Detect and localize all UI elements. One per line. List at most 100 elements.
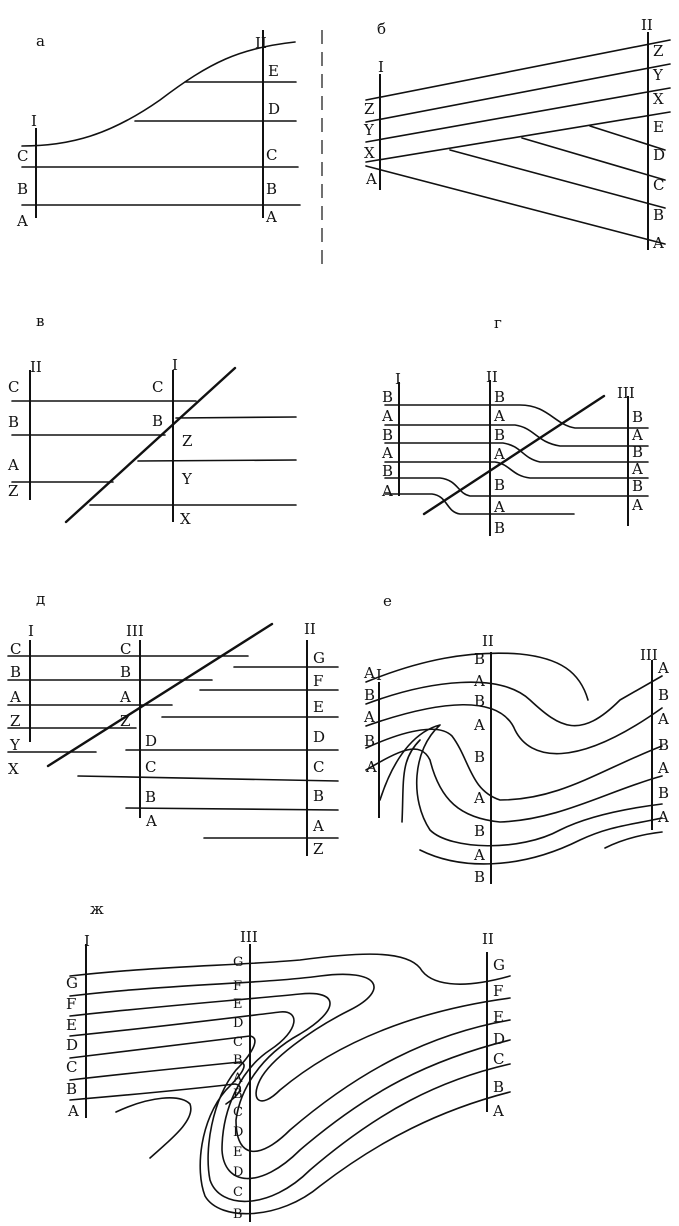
panel-g-w1-label: B <box>382 426 393 444</box>
panel-d-w2-label: D <box>313 728 325 746</box>
panel-zh-w2-label: E <box>493 1008 504 1026</box>
panel-g-well-3-title: III <box>617 384 635 402</box>
panel-e-w1-label: A <box>365 758 377 776</box>
panel-e-w1-label: B <box>364 686 375 704</box>
panel-zh-w2-label: F <box>493 982 503 1000</box>
panel-e-fold-bed <box>365 675 663 727</box>
panel-b-w2-label: E <box>653 118 664 136</box>
panel-e-w3-label: B <box>658 686 669 704</box>
panel-e-fold-bed <box>604 831 663 849</box>
panel-g-w1-label: B <box>382 462 393 480</box>
panel-g-w1-label: A <box>381 407 393 425</box>
panel-g: г I II III B A B A B A B A B A B A B B A… <box>381 314 649 537</box>
panel-g-w1-label: A <box>381 444 393 462</box>
panel-v-w1-label: Y <box>181 470 193 488</box>
panel-zh-w2-label: C <box>493 1050 504 1068</box>
panel-g-w2-label: B <box>494 388 505 406</box>
panel-e: е I II III A B A B A B A B A B A B A B A… <box>363 592 669 886</box>
panel-g-bed <box>384 493 575 515</box>
panel-zh-w1-label: A <box>67 1102 79 1120</box>
panel-d-w1-label: A <box>9 688 21 706</box>
panel-zh-w1-label: C <box>66 1058 77 1076</box>
panel-zh-w3-label: D <box>233 1165 243 1180</box>
panel-v: в II I C B A Z C B Z Y X <box>7 312 297 528</box>
panel-b-well-1-title: I <box>378 58 384 76</box>
panel-d-w2-label: F <box>313 672 323 690</box>
panel-v-w1-label: Z <box>182 432 192 450</box>
panel-b-unconformity <box>365 111 671 163</box>
panel-d-letter: д <box>36 590 45 608</box>
panel-zh-w3-label: G <box>233 955 243 970</box>
panel-e-w3-label: B <box>658 736 669 754</box>
panel-v-w1-label: X <box>180 510 191 528</box>
panel-zh-w1-label: E <box>66 1016 77 1034</box>
panel-g-letter: г <box>494 314 502 332</box>
panel-e-w3-label: A <box>657 808 669 826</box>
panel-zh-w1-label: D <box>66 1036 78 1054</box>
panel-e-w2-label: A <box>473 846 485 864</box>
panel-d-w3-label: B <box>120 663 131 681</box>
panel-zh-w1-label: G <box>66 974 78 992</box>
panel-b-w2-label: Z <box>653 42 663 60</box>
panel-zh-w3-label: D <box>233 1125 243 1140</box>
panel-a-w2-label: C <box>266 146 277 164</box>
panel-zh-well-2-title: II <box>482 930 494 948</box>
panel-e-w2-label: B <box>474 692 485 710</box>
panel-zh-fold-bed <box>69 1061 511 1215</box>
panel-e-well-3-title: III <box>640 646 658 664</box>
panel-b-w2-label: Y <box>652 66 664 84</box>
panel-a-w1-label: C <box>17 147 28 165</box>
panel-v-letter: в <box>36 312 44 330</box>
panel-b: б I II Z Y X A Z Y X E D C B A <box>363 16 671 252</box>
panel-zh-fold-bed <box>115 1097 192 1159</box>
panel-e-w2-label: B <box>474 868 485 886</box>
panel-b-w2-label: X <box>653 90 664 108</box>
panel-zh-w3-label: F <box>233 979 242 994</box>
panel-b-w1-label: Z <box>364 100 374 118</box>
panel-zh-w2-label: A <box>492 1102 504 1120</box>
panel-d-w1-label: Y <box>9 736 21 754</box>
panel-g-bed <box>384 442 649 463</box>
panel-zh-w3-label: D <box>233 1016 243 1031</box>
panel-g-bed <box>384 461 649 479</box>
panel-g-fault <box>422 394 606 516</box>
panel-b-w1-label: A <box>365 170 377 188</box>
panel-a-w2-label: D <box>268 100 280 118</box>
panel-g-w3-label: B <box>632 477 643 495</box>
panel-zh-w3-label: C <box>233 1185 243 1200</box>
panel-zh-fold-bed <box>69 1083 241 1105</box>
panel-v-horizon <box>175 416 297 419</box>
panel-d-well-1-title: I <box>28 622 34 640</box>
panel-g-w3-label: A <box>631 496 643 514</box>
panel-e-fold-bed <box>419 817 663 865</box>
panel-g-bed <box>384 404 649 429</box>
panel-g-bed <box>384 424 649 447</box>
panel-v-horizon <box>137 459 297 462</box>
panel-d-w1-label: B <box>10 663 21 681</box>
panel-e-w3-label: A <box>657 759 669 777</box>
panel-zh-w3-label: E <box>233 1145 243 1160</box>
panel-e-fold-bed <box>365 703 663 755</box>
panel-zh: ж I III II G F E D C B A G F E D C B A B… <box>66 900 511 1222</box>
panel-b-w2-label: C <box>653 176 664 194</box>
panel-b-w2-label: D <box>653 146 665 164</box>
panel-a-letter: а <box>36 32 45 50</box>
panel-b-bed-Z-top <box>365 39 671 101</box>
panel-v-w1-label: B <box>152 412 163 430</box>
panel-g-w2-label: B <box>494 426 505 444</box>
panel-a-w1-label: A <box>16 212 28 230</box>
panel-g-bed <box>384 477 649 497</box>
panel-e-w2-label: A <box>473 789 485 807</box>
panel-v-w2-label: Z <box>8 482 18 500</box>
panel-d-w3-label: B <box>145 788 156 806</box>
panel-d-well-3-title: III <box>126 622 144 640</box>
panel-zh-well-3-title: III <box>240 928 258 946</box>
panel-zh-fold-bed <box>69 953 511 985</box>
panel-d-w2-label: A <box>312 817 324 835</box>
panel-v-well-2-title: II <box>30 358 42 376</box>
panel-g-well-2-title: II <box>486 368 498 386</box>
panel-e-w1-label: A <box>363 708 375 726</box>
panel-g-w2-label: B <box>494 476 505 494</box>
panel-e-w2-label: B <box>474 822 485 840</box>
panel-b-w2-label: A <box>652 234 664 252</box>
